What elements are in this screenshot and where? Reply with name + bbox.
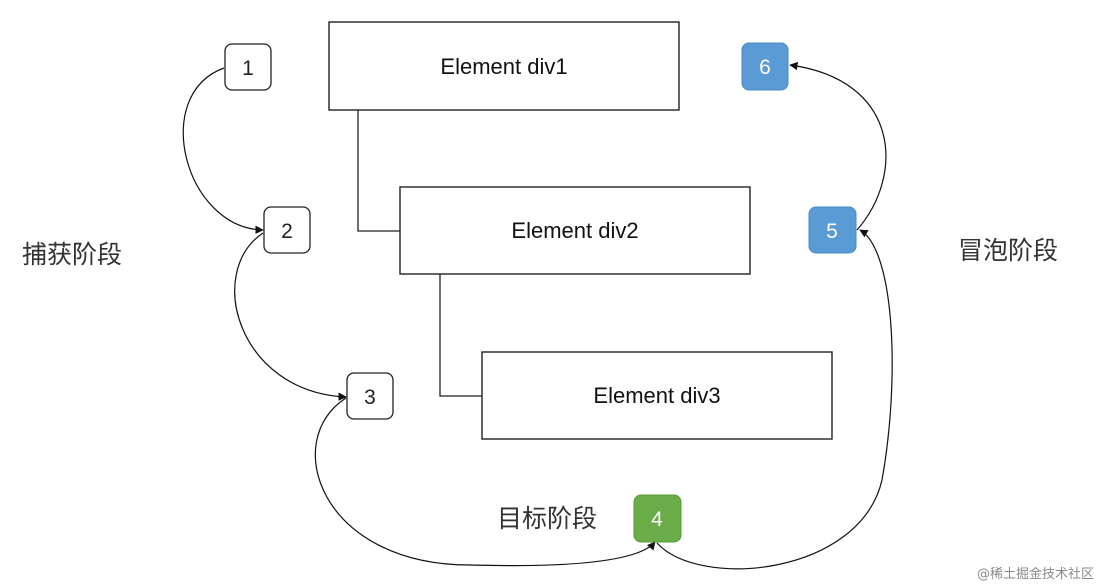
step-number-4: 4: [651, 508, 663, 531]
step-badge-4: 4: [633, 494, 682, 543]
step-number-1: 1: [242, 57, 254, 80]
step-number-6: 6: [759, 56, 771, 79]
step-badge-bg-4: [633, 494, 682, 543]
step-badge-bg-3: [346, 372, 394, 420]
step-number-3: 3: [364, 386, 376, 409]
element-label-div1: Element div1: [440, 54, 567, 79]
step-badge-bg-2: [263, 206, 311, 254]
step-badge-3: 3: [346, 372, 394, 420]
flow-arrow-2-to-3: [234, 232, 347, 401]
step-badge-2: 2: [263, 206, 311, 254]
element-box-div1: Element div1: [328, 21, 680, 111]
step-number-2: 2: [281, 220, 293, 243]
flow-arrow-1-to-2: [182, 67, 264, 234]
element-label-div3: Element div3: [593, 383, 720, 408]
step-number-5: 5: [826, 220, 838, 243]
watermark: @稀土掘金技术社区: [977, 566, 1094, 582]
step-badge-5: 5: [808, 206, 857, 254]
element-box-div2: Element div2: [399, 186, 751, 275]
step-badge-bg-1: [224, 43, 272, 91]
flow-arrow-5-to-6: [789, 61, 887, 231]
element-label-div2: Element div2: [511, 218, 638, 243]
step-badge-bg-5: [808, 206, 857, 254]
tree-connector-div2-div3: [439, 274, 482, 397]
tree-connector-div1-div2: [357, 110, 400, 232]
element-box-div3: Element div3: [481, 351, 833, 440]
flow-arrow-3-to-4: [314, 397, 656, 567]
phase-label-capture: 捕获阶段: [22, 240, 122, 269]
phase-label-target: 目标阶段: [497, 504, 597, 533]
step-badge-6: 6: [741, 42, 789, 91]
step-badge-1: 1: [224, 43, 272, 91]
step-badge-bg-6: [741, 42, 789, 91]
flow-arrow-4-to-5: [656, 229, 893, 570]
phase-label-bubble: 冒泡阶段: [958, 236, 1058, 265]
